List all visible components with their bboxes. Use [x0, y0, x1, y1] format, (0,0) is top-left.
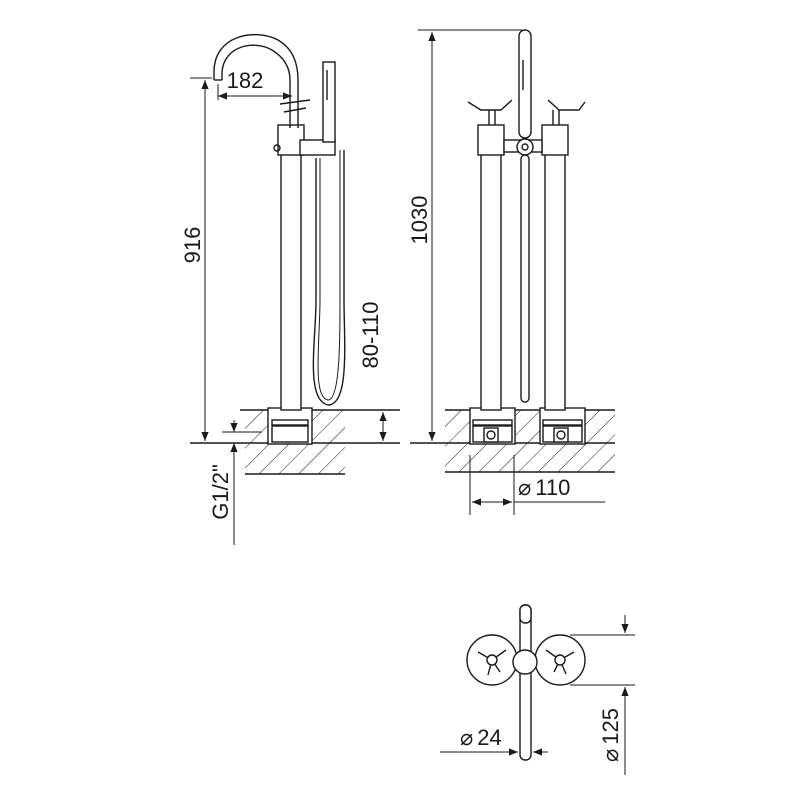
depth-label: 80-110: [358, 302, 383, 369]
floor-box-left: [469, 407, 516, 445]
pillar-left: [480, 149, 502, 411]
top-view: ⌀24 ⌀125: [440, 604, 635, 775]
diameter-symbol: ⌀: [518, 475, 531, 500]
rosette-diameter-label: ⌀ 125: [598, 708, 623, 762]
center-body: [512, 649, 538, 675]
side-view: 916 182 80-110 G1/2": [180, 33, 400, 545]
diameter-value: 125: [598, 708, 623, 745]
diameter-symbol: ⌀: [460, 725, 473, 750]
hose: [312, 150, 346, 406]
diameter-symbol: ⌀: [598, 749, 623, 762]
diameter-label: ⌀110: [518, 475, 570, 500]
handle-right: [547, 99, 586, 125]
floor-box-right: [539, 407, 586, 445]
diameter-value: 24: [477, 725, 501, 750]
thread-label: G1/2": [208, 464, 233, 520]
height-label: 1030: [407, 196, 432, 245]
pillar: [280, 149, 302, 411]
spout-top: [519, 604, 532, 761]
handle-left: [467, 99, 513, 125]
handle: [279, 99, 311, 113]
hand-shower: [518, 29, 532, 139]
front-view: 1030 ⌀110: [407, 29, 615, 515]
reach-label: 182: [227, 68, 264, 93]
height-label: 916: [180, 227, 205, 264]
pillar-right: [544, 149, 566, 411]
hose: [520, 154, 530, 403]
diameter-value: 110: [535, 475, 570, 500]
spout: [213, 33, 299, 128]
hand-shower: [322, 61, 336, 143]
spout-diameter-label: ⌀24: [460, 725, 502, 750]
